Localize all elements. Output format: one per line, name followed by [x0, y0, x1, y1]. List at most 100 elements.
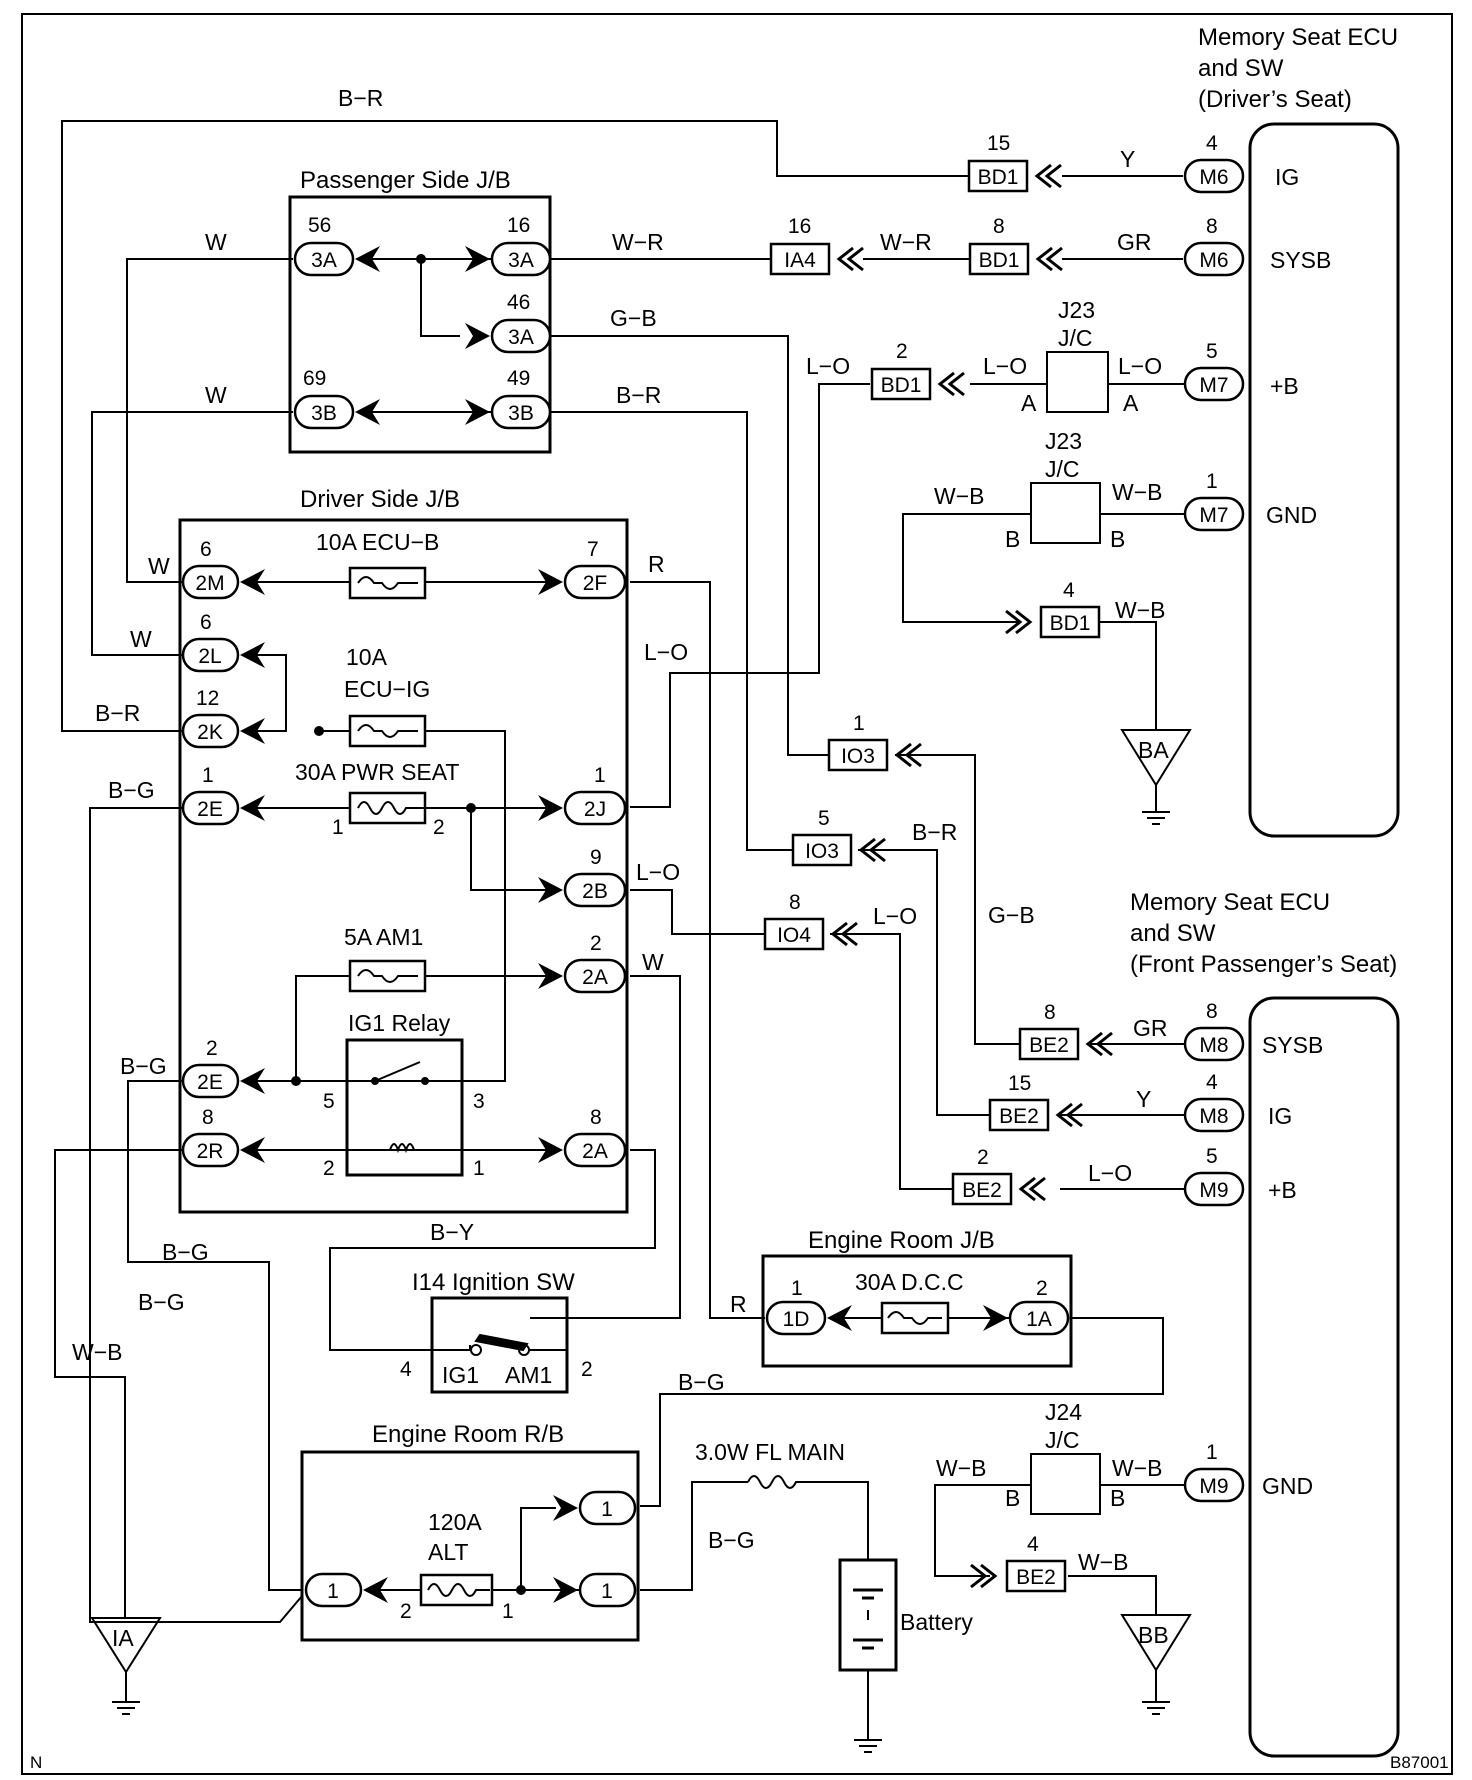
- ground-ia-label: IA: [112, 1625, 134, 1651]
- wire-lo-io4: L−O: [873, 903, 917, 929]
- ground-labels: BA IA BB: [112, 737, 1169, 1651]
- j23-label-1: J23: [1058, 297, 1095, 323]
- wire-r-2f: R: [648, 551, 665, 577]
- pin-2e-2: 2: [206, 1037, 218, 1060]
- fuse-labels: 10A ECU−B 10A ECU−IG 30A PWR SEAT 5A AM1…: [295, 529, 973, 1635]
- ignition-sw-title: I14 Ignition SW: [412, 1269, 575, 1296]
- wire-wr-1: W−R: [612, 229, 664, 255]
- diagram-frame: [21, 13, 1453, 1775]
- wire-wb-j24-right: W−B: [1112, 1455, 1162, 1481]
- pin-2a-8: 8: [590, 1106, 602, 1129]
- conn-bd1-2: BD1: [881, 374, 922, 397]
- engine-rb-title: Engine Room R/B: [372, 1421, 564, 1448]
- conn-3b-69: 3B: [311, 402, 337, 425]
- conn-bd1-15: BD1: [978, 166, 1019, 189]
- wire-br-3b: B−R: [616, 382, 661, 408]
- j23-plus-b-box: [1046, 351, 1109, 413]
- wire-gr-sysb: GR: [1117, 229, 1152, 255]
- conn-m7-b: M7: [1199, 504, 1228, 527]
- j23-gnd-box: [1030, 482, 1101, 544]
- wire-lo-2j: L−O: [644, 639, 688, 665]
- wire-bg-2e1: B−G: [108, 777, 155, 803]
- wire-color-labels: B−R Y W W−R W−R GR G−B L−O L−O L−O W B−R…: [72, 85, 1168, 1575]
- conn-1d: 1D: [783, 1308, 810, 1331]
- pin-3a-56: 56: [308, 214, 331, 237]
- pin-relay-2: 2: [323, 1157, 335, 1180]
- junction-dots: [291, 254, 526, 1595]
- battery-label: Battery: [900, 1609, 973, 1635]
- pin-sw-2: 2: [581, 1358, 593, 1381]
- wire-wb-2: W−B: [1112, 479, 1162, 505]
- conn-2a-8: 2A: [582, 1140, 608, 1163]
- wire-lo-3: L−O: [1118, 353, 1162, 379]
- pin-relay-3: 3: [473, 1090, 485, 1113]
- driver-jb-title: Driver Side J/B: [300, 486, 460, 513]
- fuse-pwr-seat-label: 30A PWR SEAT: [295, 759, 459, 785]
- pin-m7-5: 5: [1206, 340, 1218, 363]
- fuse-ecu-ig-label-1: 10A: [346, 644, 388, 670]
- pin-3b-49: 49: [507, 367, 530, 390]
- conn-be2-2: BE2: [962, 1179, 1002, 1202]
- pin-io4-8: 8: [789, 891, 801, 914]
- wire-wb-1: W−B: [934, 483, 984, 509]
- ignition-sw-box: [430, 1296, 569, 1394]
- conn-2e-1: 2E: [197, 798, 223, 821]
- ecu-pin-p-ig: IG: [1268, 1103, 1292, 1129]
- j24-pin-b-left: B: [1005, 1485, 1020, 1511]
- switch-am1-label: AM1: [505, 1362, 552, 1388]
- footer-right: B87001: [1390, 1753, 1449, 1772]
- ecu-pass-title-1: Memory Seat ECU: [1130, 889, 1330, 916]
- switch-ig1-label: IG1: [442, 1362, 479, 1388]
- pin-2r-8: 8: [202, 1106, 214, 1129]
- battery-symbol: [838, 1558, 898, 1672]
- ecu-pin-sysb: SYSB: [1270, 247, 1331, 273]
- conn-m8-b: M8: [1199, 1105, 1228, 1128]
- wire-r-1d: R: [730, 1291, 747, 1317]
- ecu-pass-title-2: and SW: [1130, 920, 1216, 947]
- engine-rb-box: [300, 1450, 640, 1642]
- headers: Memory Seat ECU and SW (Driver’s Seat) M…: [300, 24, 1398, 1448]
- wire-br-2k: B−R: [95, 700, 140, 726]
- pin-m8-8: 8: [1206, 1000, 1218, 1023]
- pin-be2-4: 4: [1027, 1533, 1039, 1556]
- pin-2e-1: 1: [202, 764, 214, 787]
- ecu-pin-p-sysb: SYSB: [1262, 1032, 1323, 1058]
- pin-m8-4: 4: [1206, 1071, 1218, 1094]
- pin-2l-6: 6: [200, 611, 212, 634]
- conn-bd1-8: BD1: [979, 249, 1020, 272]
- fuse-alt-label-1: 120A: [428, 1509, 482, 1535]
- ig1-relay-internals: [347, 1061, 462, 1154]
- ecu-pin-p-gnd: GND: [1262, 1473, 1313, 1499]
- ignition-sw-internals: [432, 1333, 567, 1356]
- pin-3a-46: 46: [507, 291, 530, 314]
- wire-wr-2: W−R: [880, 229, 932, 255]
- wire-br-io3: B−R: [912, 819, 957, 845]
- conn-m8-a: M8: [1199, 1034, 1228, 1057]
- conn-m9-a: M9: [1199, 1179, 1228, 1202]
- pin-m6-8: 8: [1206, 215, 1218, 238]
- wire-w-3b: W: [205, 382, 227, 408]
- conn-m9-b: M9: [1199, 1475, 1228, 1498]
- ig1-relay-box: [345, 1038, 464, 1177]
- conn-m6-a: M6: [1199, 166, 1228, 189]
- conn-io3-1: IO3: [841, 745, 875, 768]
- fuse-alt-label-2: ALT: [428, 1539, 468, 1565]
- ground-ba-symbol: [1120, 729, 1192, 825]
- j23-pin-b-left: B: [1005, 526, 1020, 552]
- pin-bd1-15: 15: [987, 132, 1010, 155]
- j24-gnd-box: [1030, 1453, 1101, 1515]
- wire-bg-a: B−G: [162, 1239, 209, 1265]
- pin-1d-1: 1: [791, 1277, 803, 1300]
- conn-be2-4: BE2: [1016, 1566, 1056, 1589]
- conn-2e-2: 2E: [197, 1071, 223, 1094]
- ecu-driver-title-1: Memory Seat ECU: [1198, 24, 1398, 51]
- ground-ia-symbol: [90, 1617, 162, 1715]
- wire-w-2l: W: [130, 626, 152, 652]
- wire-lo-1: L−O: [806, 353, 850, 379]
- wire-wb-2r: W−B: [72, 1339, 122, 1365]
- wire-wb-j24-left: W−B: [936, 1455, 986, 1481]
- conn-2f: 2F: [583, 572, 608, 595]
- conn-2m: 2M: [195, 572, 224, 595]
- ground-bb-symbol: [1120, 1614, 1192, 1715]
